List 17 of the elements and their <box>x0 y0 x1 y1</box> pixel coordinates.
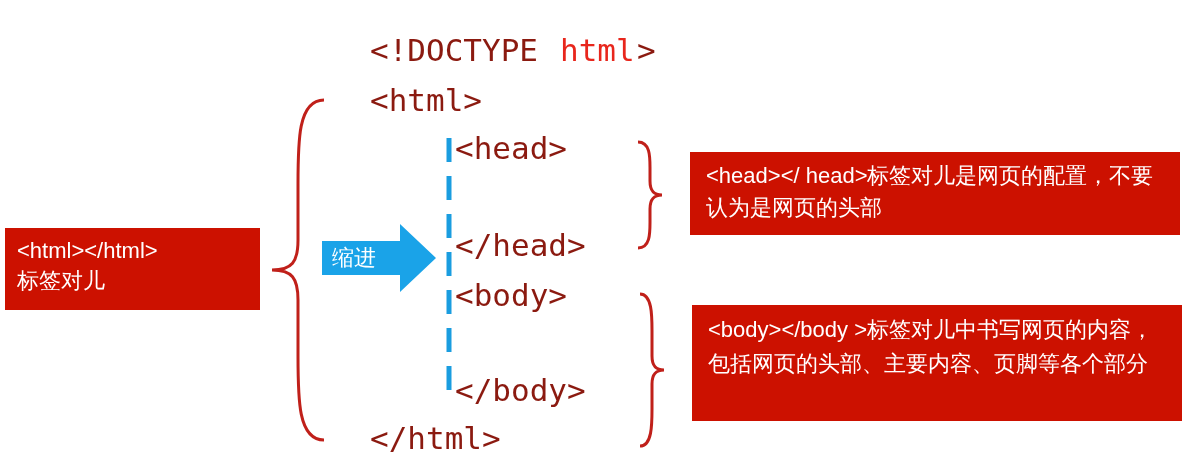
code-text: </html> <box>370 419 501 458</box>
callout-text: <head></ head>标签对儿是网页的配置，不要认为是网页的头部 <box>706 162 1155 222</box>
arrow-label: 缩进 <box>332 244 376 272</box>
callout-box <box>5 228 260 310</box>
code-text: <html> <box>370 81 482 120</box>
callout-text: <html></html> <box>17 237 159 265</box>
code-text: <body> <box>455 276 567 315</box>
code-text: </head> <box>455 226 586 265</box>
code-text: html <box>560 31 635 70</box>
code-text: <head> <box>455 129 567 168</box>
callout-text: 标签对儿 <box>17 267 106 295</box>
code-text: > <box>637 31 656 70</box>
callout-box <box>690 152 1180 235</box>
code-text: </body> <box>455 371 586 410</box>
callout-box <box>692 305 1182 421</box>
code-text: <!DOCTYPE <box>370 31 538 70</box>
callout-text: <body></body >标签对儿中书写网页的内容，包括网页的头部、主要内容、页脚等各个部分 <box>708 316 1155 378</box>
